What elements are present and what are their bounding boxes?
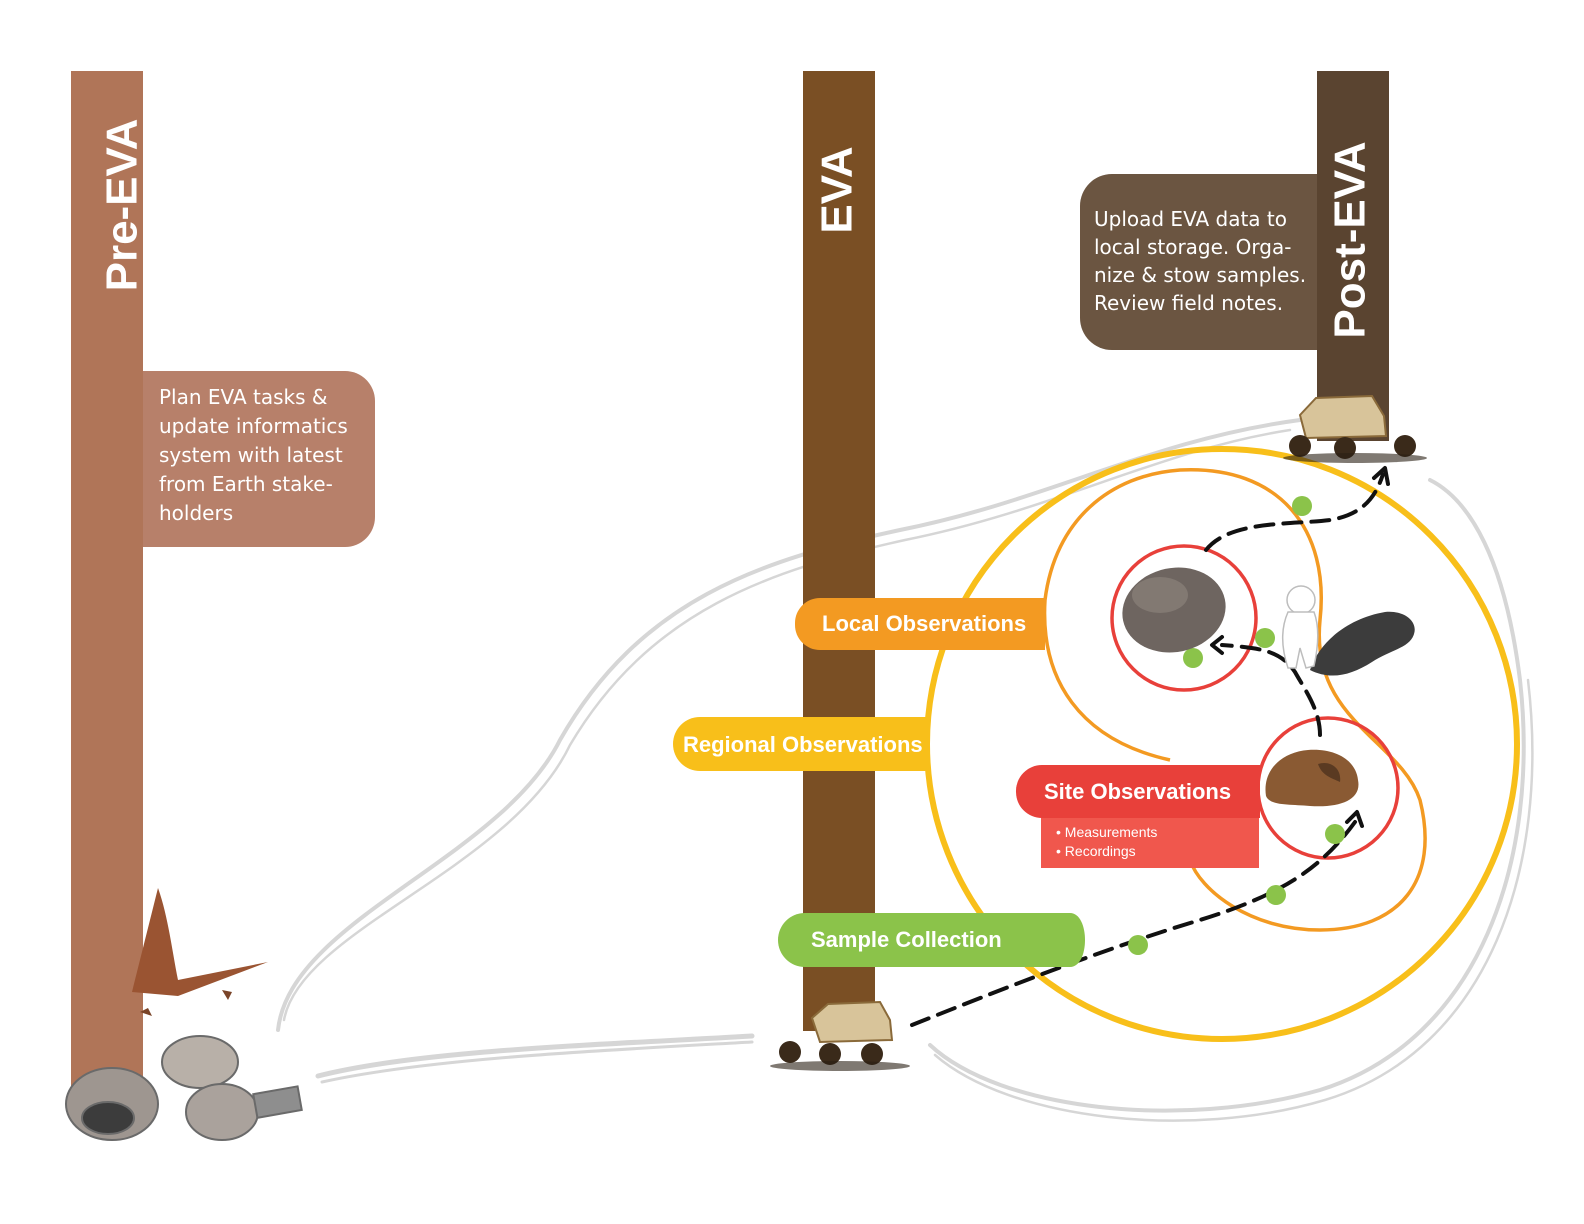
lander-icon	[132, 888, 268, 1016]
rover-icon	[1283, 394, 1427, 463]
rover-wheel	[1289, 435, 1311, 457]
eva-column	[803, 71, 875, 1031]
sample-dot	[1255, 628, 1275, 648]
pre-eva-column	[71, 71, 143, 1086]
astronaut-helmet	[1286, 585, 1316, 615]
pre-eva-note: Plan EVA tasks & update informatics syst…	[159, 385, 354, 525]
site-observations-label: Site Observations	[1044, 779, 1231, 804]
sample-dot	[1128, 935, 1148, 955]
habitat-door	[81, 1101, 135, 1135]
solar-panel	[252, 1085, 303, 1119]
post-eva-note-line: local storage. Orga-	[1094, 235, 1291, 259]
site-observations-detail-box	[1041, 818, 1259, 868]
local-observations-pill: Local Observations	[795, 598, 1045, 650]
rover-body	[1298, 394, 1388, 440]
path-arrowheads	[1210, 466, 1390, 828]
pre-eva-note-box	[143, 371, 375, 547]
habitat-dome	[185, 1083, 259, 1141]
post-eva-note-line: Review field notes.	[1094, 291, 1283, 315]
sample-collection-label: Sample Collection	[811, 927, 1002, 952]
habitat-icon	[65, 1035, 303, 1141]
local-site-ring	[1110, 544, 1258, 692]
pre-eva-note-line: Plan EVA tasks &	[159, 385, 327, 409]
local-rock-highlight	[1132, 577, 1188, 613]
pre-eva-note-line: from Earth stake-	[159, 472, 333, 496]
site-rock-texture	[1318, 762, 1341, 782]
post-eva-note-box	[1080, 174, 1317, 350]
trail-return	[928, 478, 1526, 1113]
bullet-marker: •	[1056, 843, 1065, 859]
site-observations-pill: Site Observations • Measurements • Recor…	[1015, 764, 1260, 868]
pre-eva-note-line: holders	[159, 501, 233, 525]
lander-body	[132, 888, 268, 996]
regional-observations-bg	[673, 717, 930, 771]
rover-wheel	[1394, 435, 1416, 457]
sample-collection-pill: Sample Collection	[778, 913, 1085, 967]
sample-dot	[1325, 824, 1345, 844]
sample-dot	[1292, 496, 1312, 516]
local-observations-label: Local Observations	[822, 611, 1026, 636]
rover-shadow	[1283, 453, 1427, 463]
site-rock-icon	[1265, 749, 1359, 807]
regional-observations-label: Regional Observations	[683, 732, 923, 757]
local-observations-bg	[795, 598, 1045, 650]
trail-return-2	[933, 678, 1534, 1122]
trail-base-loop	[276, 418, 1302, 1032]
sample-collection-bg	[778, 913, 1085, 967]
arrowhead-icon	[1210, 635, 1224, 655]
trail-base-loop-2	[282, 428, 1292, 1022]
bullet-marker: •	[1056, 824, 1065, 840]
astronaut-icon	[1282, 585, 1319, 669]
astronaut-body	[1282, 611, 1319, 669]
rover-wheel	[779, 1041, 801, 1063]
lander-debris	[140, 990, 232, 1016]
rover-icon	[770, 1000, 910, 1071]
regional-observations-pill: Regional Observations	[673, 717, 930, 771]
site-bullet-item: Recordings	[1065, 843, 1136, 859]
pre-eva-note-line: update informatics	[159, 414, 348, 438]
post-eva-note-line: nize & stow samples.	[1094, 263, 1306, 287]
site-bullet-item: Measurements	[1065, 824, 1158, 840]
arrowhead-icon	[1372, 466, 1390, 486]
post-eva-label: Post-EVA	[1326, 141, 1375, 338]
traverse-segment	[910, 820, 1357, 1027]
rover-body	[810, 1000, 894, 1044]
sample-markers	[1128, 496, 1345, 955]
astronaut-shadow	[1310, 611, 1415, 676]
post-eva-note: Upload EVA data to local storage. Orga- …	[1094, 207, 1312, 315]
traverse-segment	[1220, 643, 1322, 737]
rover-wheel	[861, 1043, 883, 1065]
sample-dot	[1266, 885, 1286, 905]
post-eva-note-line: Upload EVA data to	[1094, 207, 1287, 231]
site-observations-bg	[1015, 764, 1260, 818]
rover-trails	[276, 418, 1534, 1122]
rover-wheel	[819, 1043, 841, 1065]
site-observations-bullets: • Measurements • Recordings	[1056, 824, 1161, 859]
habitat-dome	[161, 1035, 239, 1089]
eva-label: EVA	[813, 146, 862, 233]
trail-base-to-eva	[315, 1033, 755, 1079]
rover-shadow	[770, 1061, 910, 1071]
post-eva-column	[1317, 71, 1389, 441]
traverse-path	[910, 472, 1385, 1027]
traverse-segment	[1204, 472, 1385, 552]
arrowhead-icon	[1345, 810, 1364, 828]
pre-eva-label: Pre-EVA	[98, 119, 147, 292]
trail-base-to-eva-2	[320, 1040, 754, 1084]
sample-dot	[1183, 648, 1203, 668]
pre-eva-note-line: system with latest	[159, 443, 343, 467]
